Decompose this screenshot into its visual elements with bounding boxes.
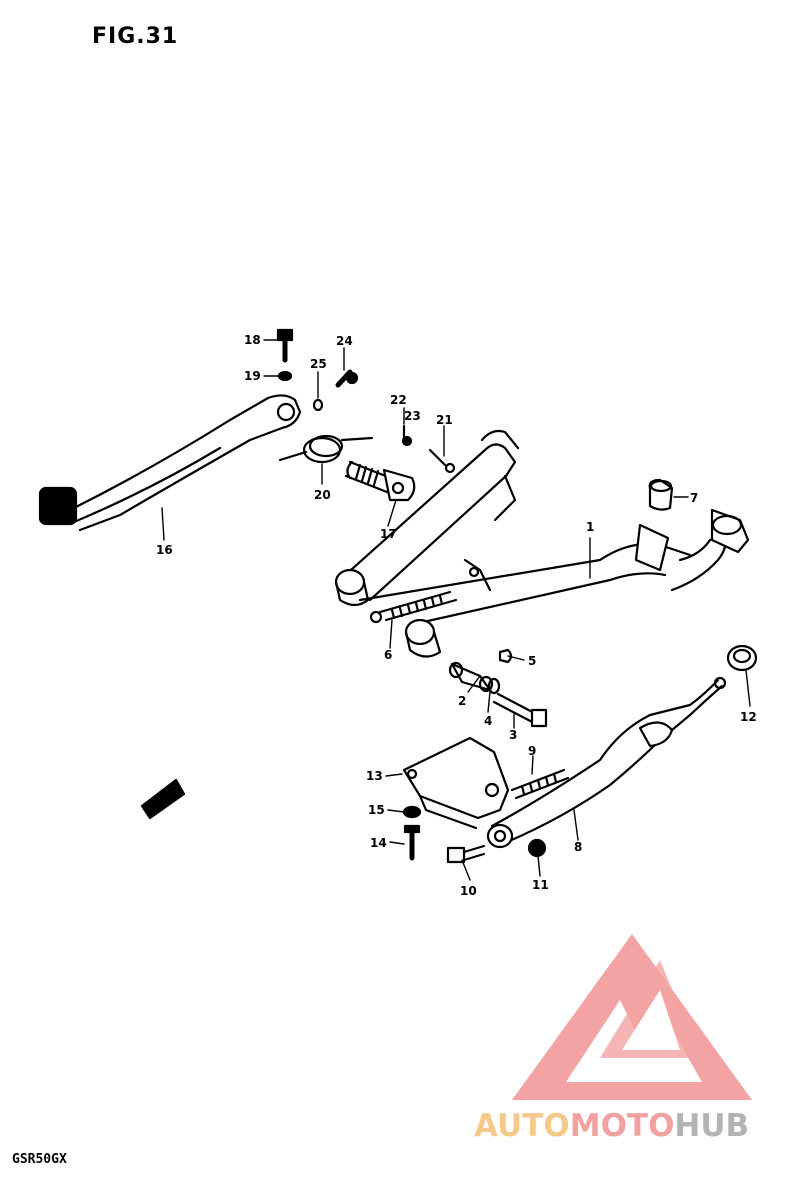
callout-11: 11	[532, 878, 549, 892]
bolt-3	[492, 692, 548, 728]
sticker	[140, 778, 186, 820]
watermark-hub: HUB	[674, 1108, 750, 1144]
washer-19	[277, 370, 293, 382]
cap-7	[648, 478, 674, 511]
callout-24: 24	[336, 334, 353, 348]
callout-18: 18	[244, 333, 261, 347]
spring-20	[278, 434, 374, 464]
spring-9	[510, 768, 570, 800]
callout-6: 6	[384, 648, 393, 662]
callout-8: 8	[574, 840, 583, 854]
main-stand-1	[334, 429, 750, 658]
callout-22: 22	[390, 393, 407, 407]
bolt-18	[276, 328, 294, 363]
callout-4: 4	[484, 714, 493, 728]
watermark-moto: MOTO	[569, 1108, 675, 1144]
watermark-text: AUTOMOTOHUB	[474, 1108, 749, 1144]
callout-1: 1	[586, 520, 595, 534]
callout-5: 5	[528, 654, 537, 668]
bracket-13	[402, 736, 510, 830]
bolt-14	[403, 824, 421, 861]
watermark-auto: AUTO	[474, 1108, 570, 1144]
bolt-10	[446, 844, 486, 864]
brake-pedal	[38, 394, 302, 532]
callout-3: 3	[509, 728, 518, 742]
callout-19: 19	[244, 369, 261, 383]
callout-9: 9	[528, 744, 537, 758]
callout-15: 15	[368, 803, 385, 817]
callout-7: 7	[690, 491, 699, 505]
callout-23: 23	[404, 409, 421, 423]
nut-12	[726, 644, 758, 672]
callout-16: 16	[156, 543, 173, 557]
callout-13: 13	[366, 769, 383, 783]
side-stand-8	[486, 676, 727, 849]
figure-title: FIG.31	[92, 24, 179, 49]
callout-20: 20	[314, 488, 331, 502]
nut-11	[527, 838, 547, 858]
washer-4	[487, 677, 501, 695]
pin-25	[312, 398, 324, 412]
watermark-logo	[512, 934, 752, 1100]
callout-12: 12	[740, 710, 757, 724]
collar-2	[448, 661, 494, 693]
callout-10: 10	[460, 884, 477, 898]
callout-25: 25	[310, 357, 327, 371]
model-code: GSR50GX	[12, 1152, 67, 1167]
washer-15	[402, 805, 422, 819]
pivot-shaft-17	[344, 460, 416, 502]
callout-21: 21	[436, 413, 453, 427]
cotter-21	[428, 448, 456, 474]
bolt-24	[335, 369, 359, 388]
callout-2: 2	[458, 694, 467, 708]
callout-17: 17	[380, 527, 397, 541]
spring-6	[369, 590, 458, 624]
callout-14: 14	[370, 836, 387, 850]
